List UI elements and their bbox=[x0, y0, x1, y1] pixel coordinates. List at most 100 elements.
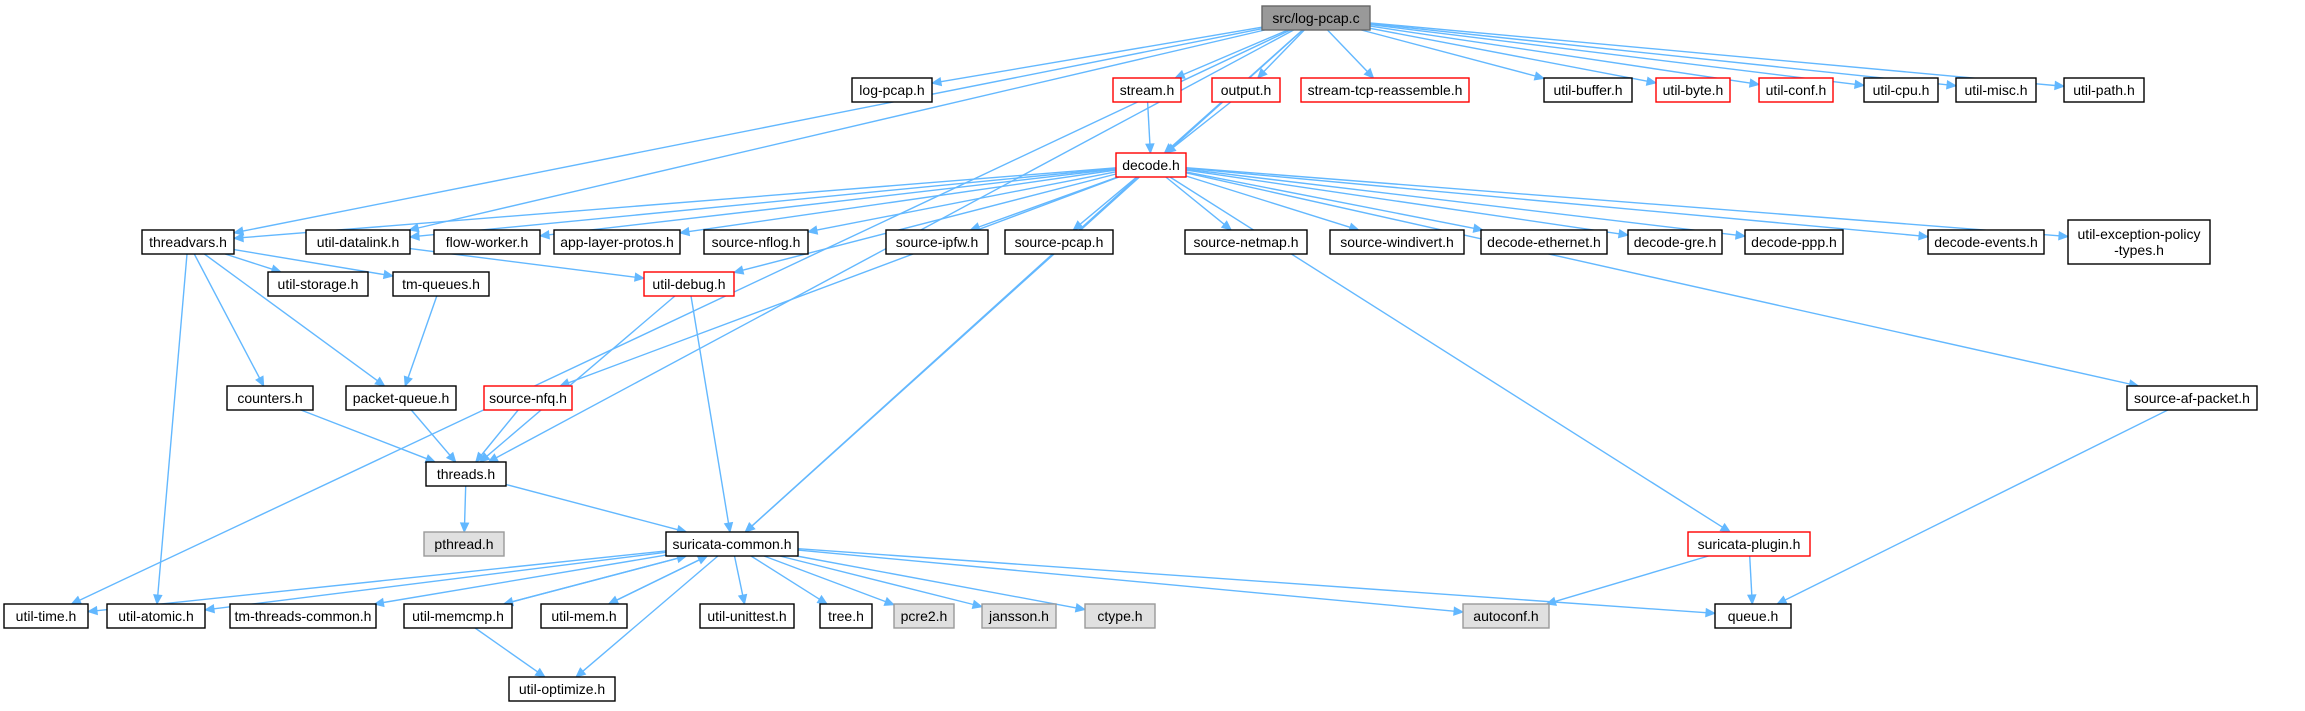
node-threads-h[interactable]: threads.h bbox=[425, 461, 507, 487]
node-util-debug[interactable]: util-debug.h bbox=[643, 271, 735, 297]
node-box[interactable] bbox=[106, 603, 206, 629]
node-ctype-h[interactable]: ctype.h bbox=[1084, 603, 1156, 629]
node-tm-queues[interactable]: tm-queues.h bbox=[392, 271, 490, 297]
node-autoconf-h[interactable]: autoconf.h bbox=[1462, 603, 1550, 629]
node-util-exception[interactable]: util-exception-policy-types.h bbox=[2067, 219, 2211, 265]
node-box[interactable] bbox=[508, 676, 616, 702]
node-box[interactable] bbox=[893, 603, 955, 629]
node-util-datalink[interactable]: util-datalink.h bbox=[305, 229, 411, 255]
node-box[interactable] bbox=[885, 229, 989, 255]
node-decode-gre[interactable]: decode-gre.h bbox=[1627, 229, 1723, 255]
node-box[interactable] bbox=[1084, 603, 1156, 629]
node-box[interactable] bbox=[305, 229, 411, 255]
node-box[interactable] bbox=[1543, 77, 1633, 103]
node-counters[interactable]: counters.h bbox=[226, 385, 314, 411]
node-source-nfq[interactable]: source-nfq.h bbox=[483, 385, 573, 411]
node-box[interactable] bbox=[699, 603, 795, 629]
node-source-pcap[interactable]: source-pcap.h bbox=[1004, 229, 1114, 255]
node-box[interactable] bbox=[540, 603, 628, 629]
node-flow-worker[interactable]: flow-worker.h bbox=[433, 229, 541, 255]
node-box[interactable] bbox=[1714, 603, 1792, 629]
node-jansson-h[interactable]: jansson.h bbox=[981, 603, 1057, 629]
node-box[interactable] bbox=[2063, 77, 2145, 103]
node-source-nflog[interactable]: source-nflog.h bbox=[703, 229, 809, 255]
node-box[interactable] bbox=[3, 603, 89, 629]
node-pcre2-h[interactable]: pcre2.h bbox=[893, 603, 955, 629]
node-box[interactable] bbox=[1184, 229, 1308, 255]
node-box[interactable] bbox=[2067, 219, 2211, 265]
node-packet-queue[interactable]: packet-queue.h bbox=[345, 385, 457, 411]
node-box[interactable] bbox=[1004, 229, 1114, 255]
node-box[interactable] bbox=[1112, 77, 1182, 103]
node-source-ipfw[interactable]: source-ipfw.h bbox=[885, 229, 989, 255]
node-box[interactable] bbox=[1261, 5, 1371, 31]
node-box[interactable] bbox=[1927, 229, 2045, 255]
node-box[interactable] bbox=[1480, 229, 1608, 255]
node-box[interactable] bbox=[703, 229, 809, 255]
node-box[interactable] bbox=[1300, 77, 1470, 103]
node-source-netmap[interactable]: source-netmap.h bbox=[1184, 229, 1308, 255]
node-box[interactable] bbox=[1329, 229, 1465, 255]
node-box[interactable] bbox=[229, 603, 377, 629]
node-decode-ppp[interactable]: decode-ppp.h bbox=[1744, 229, 1844, 255]
node-box[interactable] bbox=[1744, 229, 1844, 255]
node-box[interactable] bbox=[226, 385, 314, 411]
node-suricata-common[interactable]: suricata-common.h bbox=[665, 531, 799, 557]
node-box[interactable] bbox=[819, 603, 873, 629]
node-box[interactable] bbox=[1211, 77, 1281, 103]
node-box[interactable] bbox=[2126, 385, 2258, 411]
node-suricata-plugin[interactable]: suricata-plugin.h bbox=[1687, 531, 1811, 557]
node-util-memcmp[interactable]: util-memcmp.h bbox=[403, 603, 513, 629]
node-box[interactable] bbox=[345, 385, 457, 411]
node-box[interactable] bbox=[1462, 603, 1550, 629]
node-util-time[interactable]: util-time.h bbox=[3, 603, 89, 629]
node-stream-h[interactable]: stream.h bbox=[1112, 77, 1182, 103]
node-box[interactable] bbox=[1955, 77, 2037, 103]
node-log-pcap-h[interactable]: log-pcap.h bbox=[851, 77, 933, 103]
node-box[interactable] bbox=[553, 229, 681, 255]
node-stream-tcp[interactable]: stream-tcp-reassemble.h bbox=[1300, 77, 1470, 103]
node-box[interactable] bbox=[1687, 531, 1811, 557]
node-decode-ethernet[interactable]: decode-ethernet.h bbox=[1480, 229, 1608, 255]
node-pthread-h[interactable]: pthread.h bbox=[423, 531, 505, 557]
node-box[interactable] bbox=[423, 531, 505, 557]
node-box[interactable] bbox=[1627, 229, 1723, 255]
node-box[interactable] bbox=[1863, 77, 1939, 103]
node-util-optimize[interactable]: util-optimize.h bbox=[508, 676, 616, 702]
node-app-layer[interactable]: app-layer-protos.h bbox=[553, 229, 681, 255]
node-box[interactable] bbox=[665, 531, 799, 557]
node-decode-h[interactable]: decode.h bbox=[1115, 152, 1187, 178]
node-source-windivert[interactable]: source-windivert.h bbox=[1329, 229, 1465, 255]
node-util-cpu[interactable]: util-cpu.h bbox=[1863, 77, 1939, 103]
node-box[interactable] bbox=[392, 271, 490, 297]
node-util-conf[interactable]: util-conf.h bbox=[1758, 77, 1834, 103]
node-util-mem[interactable]: util-mem.h bbox=[540, 603, 628, 629]
node-util-atomic[interactable]: util-atomic.h bbox=[106, 603, 206, 629]
node-util-unittest[interactable]: util-unittest.h bbox=[699, 603, 795, 629]
node-box[interactable] bbox=[267, 271, 369, 297]
node-util-path[interactable]: util-path.h bbox=[2063, 77, 2145, 103]
node-box[interactable] bbox=[1655, 77, 1731, 103]
node-box[interactable] bbox=[403, 603, 513, 629]
node-util-buffer[interactable]: util-buffer.h bbox=[1543, 77, 1633, 103]
node-box[interactable] bbox=[141, 229, 235, 255]
node-box[interactable] bbox=[981, 603, 1057, 629]
node-root[interactable]: src/log-pcap.c bbox=[1261, 5, 1371, 31]
node-box[interactable] bbox=[1758, 77, 1834, 103]
node-output-h[interactable]: output.h bbox=[1211, 77, 1281, 103]
node-util-storage[interactable]: util-storage.h bbox=[267, 271, 369, 297]
node-decode-events[interactable]: decode-events.h bbox=[1927, 229, 2045, 255]
node-box[interactable] bbox=[643, 271, 735, 297]
node-tm-threads-common[interactable]: tm-threads-common.h bbox=[229, 603, 377, 629]
node-threadvars[interactable]: threadvars.h bbox=[141, 229, 235, 255]
node-box[interactable] bbox=[433, 229, 541, 255]
node-box[interactable] bbox=[1115, 152, 1187, 178]
node-box[interactable] bbox=[851, 77, 933, 103]
node-box[interactable] bbox=[425, 461, 507, 487]
node-util-misc[interactable]: util-misc.h bbox=[1955, 77, 2037, 103]
node-queue-h[interactable]: queue.h bbox=[1714, 603, 1792, 629]
node-box[interactable] bbox=[483, 385, 573, 411]
node-util-byte[interactable]: util-byte.h bbox=[1655, 77, 1731, 103]
node-tree-h[interactable]: tree.h bbox=[819, 603, 873, 629]
node-source-af[interactable]: source-af-packet.h bbox=[2126, 385, 2258, 411]
